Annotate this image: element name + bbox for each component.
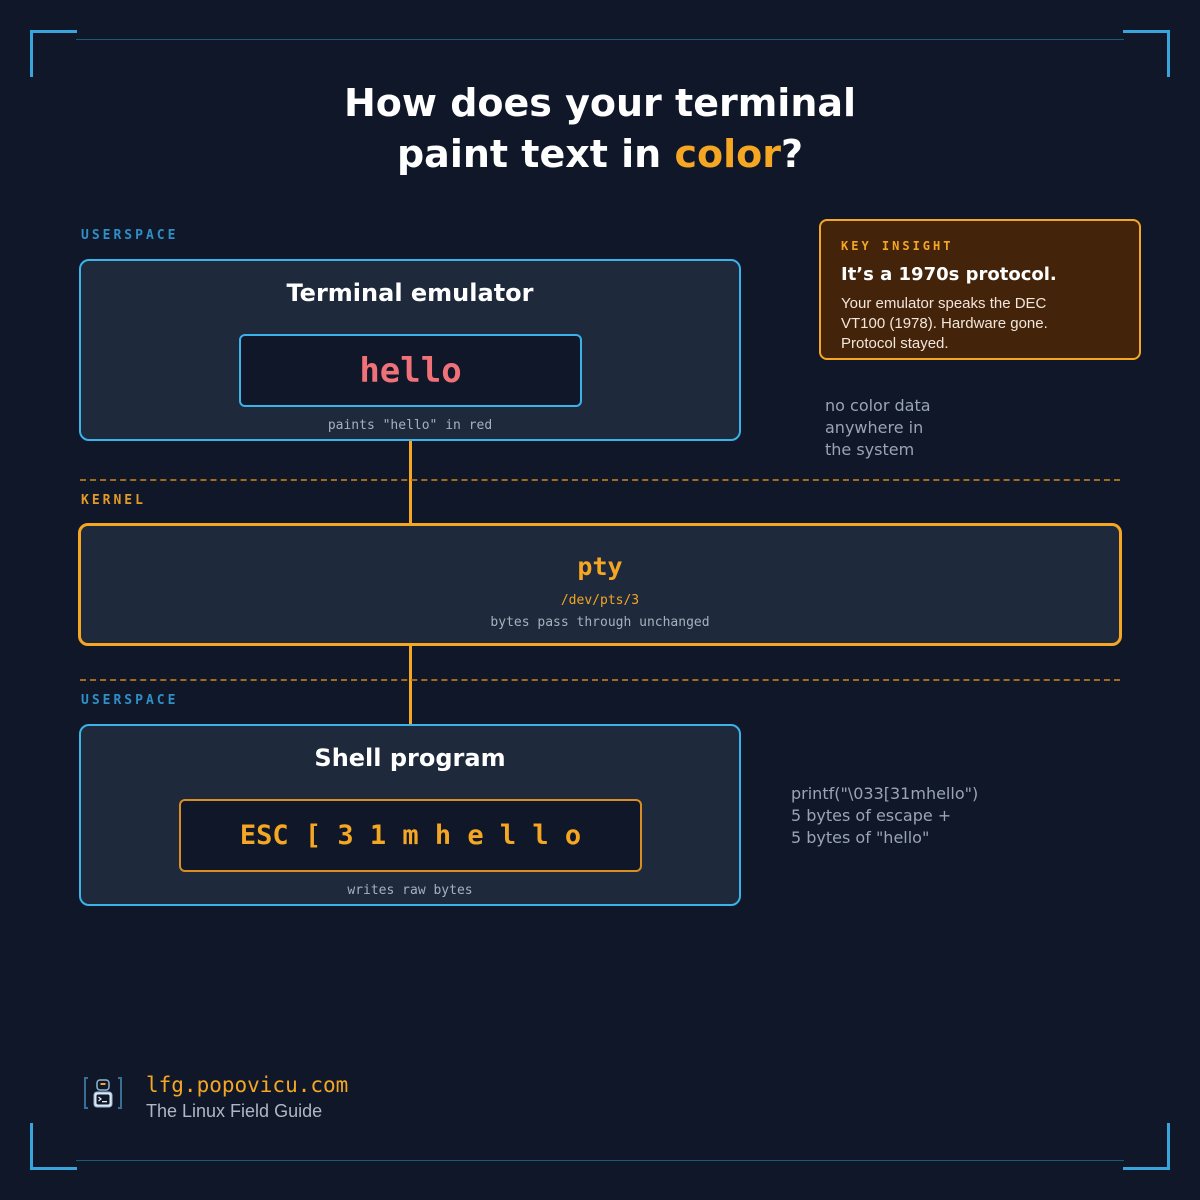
key-insight-body: Your emulator speaks the DEC VT100 (1978… <box>841 294 1119 354</box>
key-insight-body-line: Protocol stayed. <box>841 335 949 352</box>
key-insight-body-line: VT100 (1978). Hardware gone. <box>841 315 1048 332</box>
terminal-robot-icon <box>83 1075 123 1111</box>
footer-url[interactable]: lfg.popovicu.com <box>146 1073 349 1097</box>
shell-program-heading: Shell program <box>314 744 506 772</box>
frame-corner-top-left <box>30 30 77 77</box>
page-title: How does your terminal paint text in col… <box>0 78 1200 180</box>
key-insight-title: It’s a 1970s protocol. <box>841 264 1057 285</box>
note-line: printf("\033[31mhello") <box>791 784 979 803</box>
userspace-label-bottom: USERSPACE <box>81 693 179 708</box>
frame-corner-top-right <box>1123 30 1170 77</box>
shell-bytes-display: ESC [ 3 1 m h e l l o <box>179 799 642 872</box>
note-line: 5 bytes of escape + <box>791 806 952 825</box>
terminal-emulator-heading: Terminal emulator <box>286 279 534 307</box>
frame-corner-bottom-left <box>30 1123 77 1170</box>
title-line-2: paint text in color? <box>0 129 1200 180</box>
shell-program-box: Shell program ESC [ 3 1 m h e l l o writ… <box>79 724 741 906</box>
frame-corner-bottom-right <box>1123 1123 1170 1170</box>
frame-bottom-line <box>76 1160 1124 1161</box>
frame-top-line <box>76 39 1124 40</box>
key-insight-label: KEY INSIGHT <box>841 239 954 253</box>
note-line: the system <box>825 440 915 459</box>
terminal-display: hello <box>239 334 582 407</box>
pty-caption: bytes pass through unchanged <box>490 615 710 630</box>
note-line: anywhere in <box>825 418 924 437</box>
terminal-emulator-caption: paints "hello" in red <box>327 418 493 433</box>
kernel-boundary-top <box>80 479 1120 481</box>
connector-pty-to-shell <box>409 645 412 726</box>
title-line-1: How does your terminal <box>343 81 857 125</box>
kernel-boundary-bottom <box>80 679 1120 681</box>
key-insight-body-line: Your emulator speaks the DEC <box>841 295 1047 312</box>
terminal-emulator-box: Terminal emulator hello paints "hello" i… <box>79 259 741 441</box>
shell-bytes-text: ESC [ 3 1 m h e l l o <box>239 820 582 851</box>
connector-emulator-to-pty <box>409 441 412 525</box>
pty-heading: pty <box>577 552 623 581</box>
note-no-color-data: no color data anywhere in the system <box>825 395 931 461</box>
footer-tagline: The Linux Field Guide <box>146 1101 323 1121</box>
title-accent-word: color <box>674 132 781 176</box>
kernel-label: KERNEL <box>81 493 146 508</box>
userspace-label-top: USERSPACE <box>81 228 179 243</box>
note-printf: printf("\033[31mhello") 5 bytes of escap… <box>791 783 978 849</box>
terminal-display-text: hello <box>359 350 462 391</box>
key-insight-card: KEY INSIGHT It’s a 1970s protocol. Your … <box>819 219 1141 360</box>
note-line: 5 bytes of "hello" <box>791 828 930 847</box>
title-line-2-prefix: paint text in <box>396 132 675 176</box>
pty-box: pty /dev/pts/3 bytes pass through unchan… <box>78 523 1122 646</box>
note-line: no color data <box>825 396 931 415</box>
shell-program-caption: writes raw bytes <box>347 883 473 898</box>
pty-path: /dev/pts/3 <box>560 593 640 608</box>
title-line-2-suffix: ? <box>780 132 804 176</box>
